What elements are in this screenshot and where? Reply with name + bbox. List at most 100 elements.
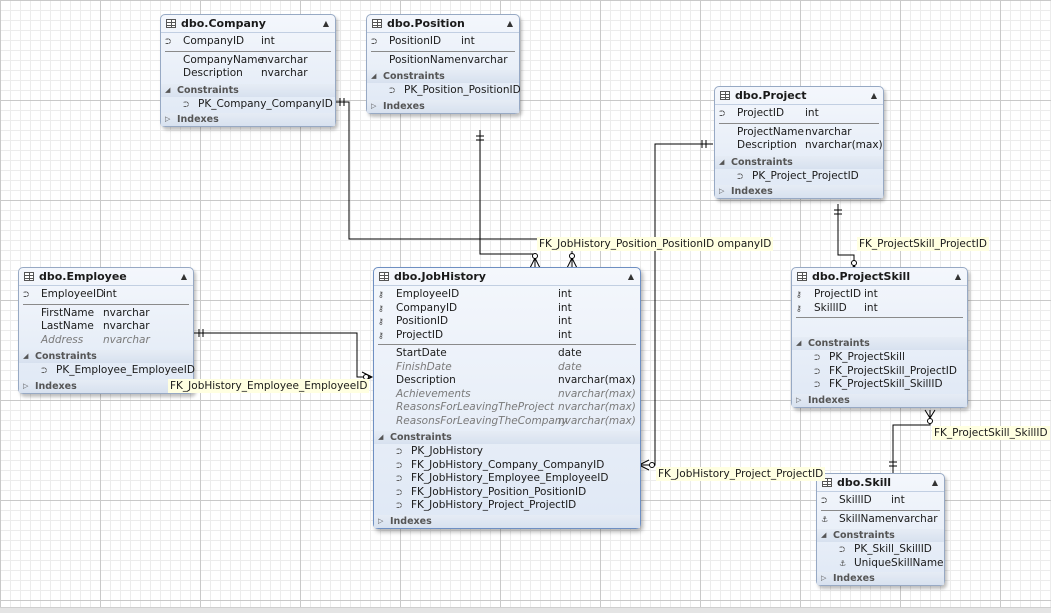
table-employee[interactable]: dbo.Employee▲⮊EmployeeIDintFirstNamenvar…	[18, 267, 194, 394]
fk-label-position-company[interactable]: FK_JobHistory_Position_PositionID ompany…	[537, 237, 773, 251]
column-row[interactable]: ⮊PositionIDint	[371, 35, 515, 49]
fk-line-project-skill[interactable]	[838, 204, 854, 265]
constraint-item[interactable]: ⮊FK_JobHistory_Project_ProjectID	[396, 499, 636, 513]
table-header[interactable]: dbo.Position▲	[367, 15, 519, 33]
blank-icon	[719, 139, 737, 153]
indexes-section[interactable]: ▷Indexes	[715, 185, 883, 198]
constraint-item[interactable]: ⮊PK_Company_CompanyID	[183, 98, 331, 112]
table-header[interactable]: dbo.Company▲	[161, 15, 335, 33]
indexes-section[interactable]: ▷Indexes	[161, 113, 335, 126]
constraint-item[interactable]: ⮊FK_JobHistory_Position_PositionID	[396, 486, 636, 500]
constraint-name: PK_JobHistory	[411, 445, 483, 459]
horizontal-scrollbar[interactable]	[0, 607, 1051, 613]
constraints-section[interactable]: ◢Constraints	[19, 350, 193, 363]
constraint-item[interactable]: ⮊PK_ProjectSkill	[814, 351, 963, 365]
column-row[interactable]: StartDatedate	[378, 347, 636, 361]
fk-label-projectskill-project[interactable]: FK_ProjectSkill_ProjectID	[857, 237, 989, 251]
indexes-section[interactable]: ▷Indexes	[374, 515, 640, 528]
table-header[interactable]: dbo.Project▲	[715, 87, 883, 105]
column-row[interactable]: Achievementsnvarchar(max)	[378, 388, 636, 402]
constraint-item[interactable]: ⮊FK_JobHistory_Company_CompanyID	[396, 459, 636, 473]
column-row[interactable]: ⮊CompanyIDint	[165, 35, 331, 49]
fk-label-employee[interactable]: FK_JobHistory_Employee_EmployeeID	[168, 379, 369, 393]
constraint-item[interactable]: ⚓UniqueSkillName	[839, 557, 940, 571]
column-row[interactable]: Descriptionnvarchar(max)	[378, 374, 636, 388]
column-row[interactable]: ⮊SkillIDint	[821, 494, 940, 508]
table-header[interactable]: dbo.Skill▲	[817, 474, 944, 492]
table-project[interactable]: dbo.Project▲ ⮊ProjectIDintProjectNamenvar…	[714, 86, 884, 199]
column-row[interactable]: Descriptionnvarchar(max)	[719, 139, 879, 153]
column-row[interactable]: ⚷ProjectIDint	[378, 329, 636, 343]
column-list: ⮊EmployeeIDintFirstNamenvarcharLastNamen…	[19, 286, 193, 350]
column-type: nvarchar(max)	[558, 415, 636, 429]
column-type: nvarchar(max)	[805, 139, 883, 153]
column-row[interactable]: PositionNamenvarchar	[371, 54, 515, 68]
constraint-item[interactable]: ⮊PK_Skill_SkillID	[839, 543, 940, 557]
column-name: Address	[41, 334, 103, 348]
column-row[interactable]: ⚷ProjectIDint	[796, 288, 963, 302]
column-row[interactable]: Descriptionnvarchar	[165, 67, 331, 81]
table-header[interactable]: dbo.ProjectSkill▲	[792, 268, 967, 286]
indexes-section[interactable]: ▷Indexes	[367, 100, 519, 113]
constraint-item[interactable]: ⮊PK_Employee_EmployeeID	[41, 364, 189, 378]
column-row[interactable]: ⚷SkillIDint	[796, 302, 963, 316]
constraints-section[interactable]: ◢Constraints	[792, 337, 967, 350]
column-row[interactable]: FirstNamenvarchar	[23, 307, 189, 321]
fk-line-skill[interactable]	[893, 410, 930, 476]
constraints-section[interactable]: ◢Constraints	[817, 529, 944, 542]
chevron-up-icon[interactable]: ▲	[871, 91, 877, 100]
constraints-section[interactable]: ◢Constraints	[715, 156, 883, 169]
constraint-item[interactable]: ⮊FK_ProjectSkill_SkillID	[814, 378, 963, 392]
blank-icon	[165, 67, 183, 81]
foreign-key-icon: ⮊	[814, 365, 829, 379]
constraint-item[interactable]: ⮊PK_JobHistory	[396, 445, 636, 459]
table-position[interactable]: dbo.Position▲ ⮊PositionIDintPositionNamen…	[366, 14, 520, 114]
column-row[interactable]: ⚷PositionIDint	[378, 315, 636, 329]
column-row[interactable]: CompanyNamenvarchar	[165, 54, 331, 68]
fk-label-projectskill-skill[interactable]: FK_ProjectSkill_SkillID	[932, 426, 1050, 440]
fk-line-employee[interactable]	[192, 333, 372, 377]
table-jobhistory[interactable]: dbo.JobHistory▲ ⚷EmployeeIDint⚷CompanyIDi…	[373, 267, 641, 529]
foreign-key-icon: ⮊	[396, 472, 411, 486]
blank-icon	[719, 126, 737, 140]
table-company[interactable]: dbo.Company▲ ⮊CompanyIDintCompanyNamenvar…	[160, 14, 336, 127]
column-row[interactable]: LastNamenvarchar	[23, 320, 189, 334]
chevron-up-icon[interactable]: ▲	[323, 19, 329, 28]
column-row[interactable]: FinishDatedate	[378, 361, 636, 375]
indexes-section[interactable]: ▷Indexes	[19, 380, 193, 393]
table-projectskill[interactable]: dbo.ProjectSkill▲ ⚷ProjectIDint⚷SkillIDin…	[791, 267, 968, 408]
column-name: FinishDate	[396, 361, 558, 375]
constraints-section[interactable]: ◢Constraints	[367, 70, 519, 83]
chevron-up-icon[interactable]: ▲	[932, 478, 938, 487]
column-row[interactable]: ⚷CompanyIDint	[378, 302, 636, 316]
indexes-section[interactable]: ▷Indexes	[792, 394, 967, 407]
constraint-list: ⮊PK_Company_CompanyID	[161, 97, 335, 114]
table-skill[interactable]: dbo.Skill▲ ⮊SkillIDint ⚓SkillNamenvarchar ◢…	[816, 473, 945, 586]
column-row[interactable]: Addressnvarchar	[23, 334, 189, 348]
table-header[interactable]: dbo.Employee▲	[19, 268, 193, 286]
constraint-item[interactable]: ⮊PK_Project_ProjectID	[737, 170, 879, 184]
fk-line-project[interactable]	[641, 144, 713, 465]
table-header[interactable]: dbo.JobHistory▲	[374, 268, 640, 286]
chevron-up-icon[interactable]: ▲	[628, 272, 634, 281]
column-row[interactable]: ReasonsForLeavingTheProjectnvarchar(max)	[378, 401, 636, 415]
column-row[interactable]: ReasonsForLeavingTheCompanynvarchar(max)	[378, 415, 636, 429]
column-row[interactable]: ⚓SkillNamenvarchar	[821, 513, 940, 527]
constraint-item[interactable]: ⮊FK_ProjectSkill_ProjectID	[814, 365, 963, 379]
fk-label-project[interactable]: FK_JobHistory_Project_ProjectID	[656, 467, 825, 481]
chevron-up-icon[interactable]: ▲	[955, 272, 961, 281]
foreign-key-icon: ⮊	[396, 499, 411, 513]
table-title: dbo.JobHistory	[394, 270, 628, 283]
column-row[interactable]: ⚷EmployeeIDint	[378, 288, 636, 302]
constraints-section[interactable]: ◢Constraints	[374, 431, 640, 444]
constraints-section[interactable]: ◢Constraints	[161, 84, 335, 97]
column-row[interactable]: ⮊EmployeeIDint	[23, 288, 189, 302]
constraint-item[interactable]: ⮊FK_JobHistory_Employee_EmployeeID	[396, 472, 636, 486]
constraint-item[interactable]: ⮊PK_Position_PositionID	[389, 84, 515, 98]
column-row[interactable]: ProjectNamenvarchar	[719, 126, 879, 140]
fk-line-company[interactable]	[335, 102, 572, 258]
chevron-up-icon[interactable]: ▲	[507, 19, 513, 28]
chevron-up-icon[interactable]: ▲	[181, 272, 187, 281]
indexes-section[interactable]: ▷Indexes	[817, 572, 944, 585]
column-row[interactable]: ⮊ProjectIDint	[719, 107, 879, 121]
